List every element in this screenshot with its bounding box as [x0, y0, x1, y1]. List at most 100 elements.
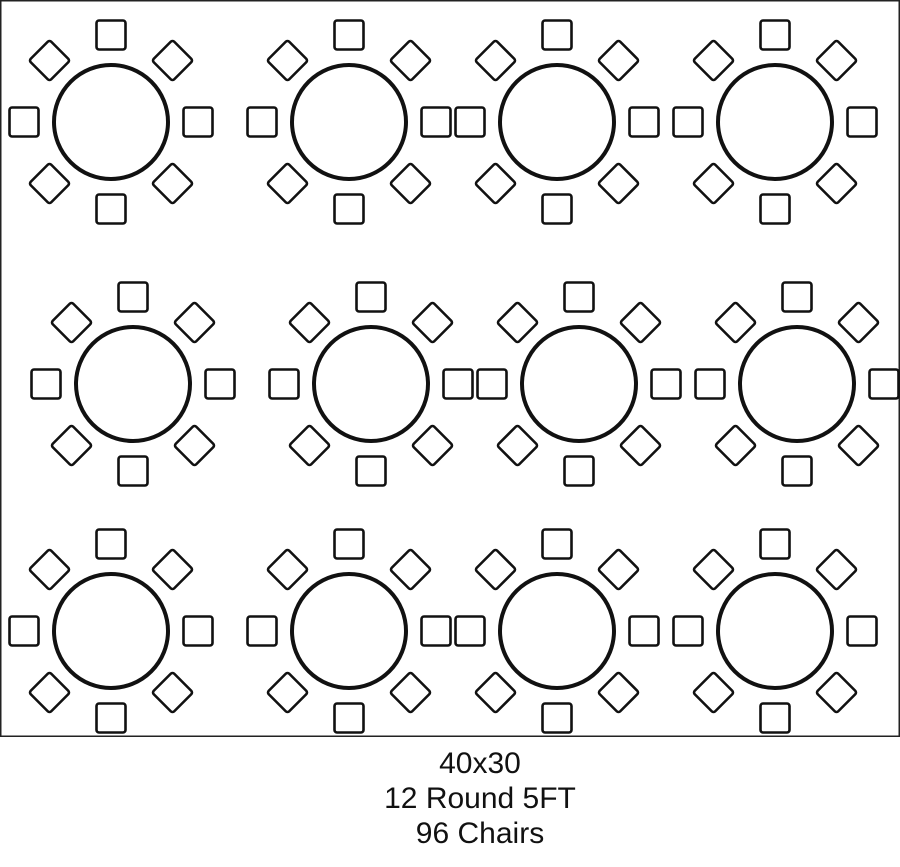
- chair: [672, 615, 704, 647]
- chair: [692, 162, 735, 205]
- chair: [246, 106, 278, 138]
- chair: [563, 455, 595, 487]
- chair: [266, 39, 309, 82]
- chair: [173, 301, 216, 344]
- chair: [8, 106, 40, 138]
- chair: [389, 548, 432, 591]
- chair-summary-label: 96 Chairs: [415, 817, 545, 850]
- chair: [151, 39, 194, 82]
- chair: [597, 162, 640, 205]
- round-table-group: [268, 281, 474, 487]
- round-table: [52, 572, 170, 690]
- chair: [95, 528, 127, 560]
- round-table: [290, 572, 408, 690]
- chair: [30, 368, 62, 400]
- chair: [759, 19, 791, 51]
- round-table: [716, 572, 834, 690]
- chair: [781, 281, 813, 313]
- chair: [28, 39, 71, 82]
- chair: [846, 615, 878, 647]
- chair: [694, 368, 726, 400]
- chair: [50, 301, 93, 344]
- chair: [411, 424, 454, 467]
- chair: [454, 615, 486, 647]
- chair: [182, 615, 214, 647]
- chair: [420, 106, 452, 138]
- chair: [95, 19, 127, 51]
- chair: [151, 548, 194, 591]
- chair: [759, 528, 791, 560]
- chair: [837, 424, 880, 467]
- round-table-group: [454, 528, 660, 734]
- chair: [815, 39, 858, 82]
- chair: [815, 162, 858, 205]
- chair: [628, 615, 660, 647]
- chair: [474, 39, 517, 82]
- chair: [117, 281, 149, 313]
- chair: [288, 301, 331, 344]
- round-table: [74, 325, 192, 443]
- round-table-group: [694, 281, 900, 487]
- chair: [759, 193, 791, 225]
- chair: [781, 455, 813, 487]
- chair: [846, 106, 878, 138]
- chair: [597, 671, 640, 714]
- chair: [650, 368, 682, 400]
- chair: [628, 106, 660, 138]
- chair: [714, 424, 757, 467]
- chair: [151, 162, 194, 205]
- round-table-group: [454, 19, 660, 225]
- chair: [837, 301, 880, 344]
- chair: [541, 528, 573, 560]
- chair: [389, 671, 432, 714]
- chair: [389, 39, 432, 82]
- tent-layout-diagram: [0, 0, 900, 737]
- round-table-group: [246, 528, 452, 734]
- chair: [355, 281, 387, 313]
- chair: [266, 548, 309, 591]
- chair: [474, 162, 517, 205]
- chair: [476, 368, 508, 400]
- chair: [333, 19, 365, 51]
- chair: [815, 671, 858, 714]
- chair: [619, 424, 662, 467]
- round-table-group: [8, 528, 214, 734]
- round-table: [52, 63, 170, 181]
- round-table: [498, 572, 616, 690]
- chair: [868, 368, 900, 400]
- chair: [759, 702, 791, 734]
- chair: [333, 702, 365, 734]
- table-summary-label: 12 Round 5FT: [384, 782, 576, 815]
- chair: [454, 106, 486, 138]
- round-table: [738, 325, 856, 443]
- chair: [50, 424, 93, 467]
- tent-size-label: 40x30: [439, 747, 521, 780]
- chair: [117, 455, 149, 487]
- chair: [496, 301, 539, 344]
- chair: [597, 548, 640, 591]
- round-table-group: [30, 281, 236, 487]
- chair: [692, 548, 735, 591]
- chair: [173, 424, 216, 467]
- round-table: [290, 63, 408, 181]
- chair: [246, 615, 278, 647]
- chair: [28, 162, 71, 205]
- chair: [268, 368, 300, 400]
- chair: [266, 671, 309, 714]
- chair: [496, 424, 539, 467]
- round-table-group: [246, 19, 452, 225]
- chair: [619, 301, 662, 344]
- round-table-group: [672, 19, 878, 225]
- chair: [182, 106, 214, 138]
- round-table: [498, 63, 616, 181]
- chair: [692, 671, 735, 714]
- chair: [714, 301, 757, 344]
- chair: [692, 39, 735, 82]
- chair: [597, 39, 640, 82]
- chair: [815, 548, 858, 591]
- round-table-group: [476, 281, 682, 487]
- tables-layer: [8, 19, 900, 734]
- chair: [474, 548, 517, 591]
- chair: [28, 671, 71, 714]
- chair: [8, 615, 40, 647]
